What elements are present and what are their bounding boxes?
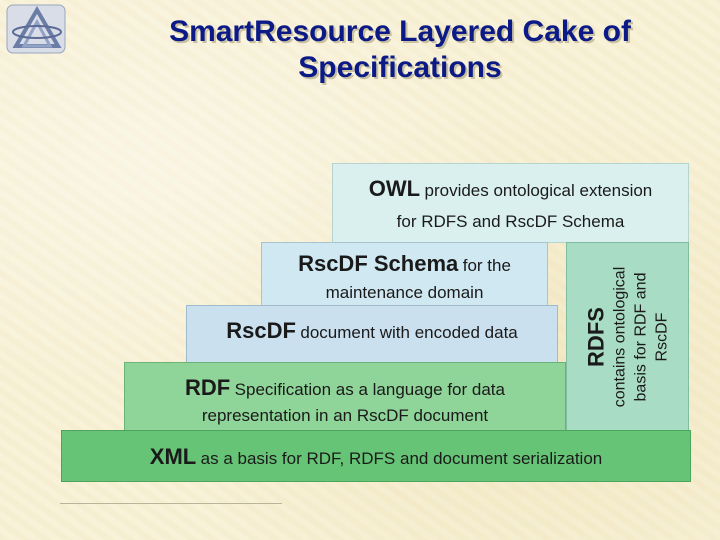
- rscdf-schema-desc-line-1: for the: [462, 256, 511, 275]
- footer-divider: [60, 503, 282, 504]
- rdf-desc-line-1: Specification as a language for data: [234, 380, 505, 399]
- rdfs-layer: RDFS contains ontological basis for RDF …: [566, 242, 689, 431]
- xml-layer: XML as a basis for RDF, RDFS and documen…: [61, 430, 691, 482]
- rdfs-term: RDFS: [583, 306, 608, 367]
- owl-desc-line-1: provides ontological extension: [424, 181, 653, 200]
- title-line-1: SmartResource Layered Cake of: [169, 15, 631, 48]
- rdfs-desc-line-2: basis for RDF and: [632, 272, 649, 401]
- owl-layer: OWL provides ontological extension for R…: [332, 163, 689, 243]
- xml-term: XML: [149, 444, 197, 469]
- rdfs-desc-line-3: RscDF: [653, 312, 670, 361]
- xml-desc: as a basis for RDF, RDFS and document se…: [200, 449, 603, 468]
- title-line-2: Specifications: [298, 51, 502, 84]
- rscdf-term: RscDF: [226, 318, 296, 343]
- rscdf-schema-layer: RscDF Schema for the maintenance domain: [261, 242, 548, 306]
- rscdf-layer: RscDF document with encoded data: [186, 305, 558, 363]
- owl-desc-line-2: for RDFS and RscDF Schema: [396, 212, 625, 231]
- rscdf-schema-term: RscDF Schema: [298, 251, 459, 276]
- pyramid-logo-icon: [4, 2, 70, 58]
- owl-term: OWL: [368, 176, 421, 201]
- rdf-layer: RDF Specification as a language for data…: [124, 362, 566, 431]
- rdf-term: RDF: [185, 375, 231, 400]
- rdf-desc-line-2: representation in an RscDF document: [201, 406, 489, 425]
- rdfs-desc-line-1: contains ontological: [611, 266, 628, 407]
- page-title: SmartResource Layered Cake of Specificat…: [100, 14, 700, 86]
- rscdf-schema-desc-line-2: maintenance domain: [325, 283, 484, 302]
- rscdf-desc: document with encoded data: [300, 323, 518, 342]
